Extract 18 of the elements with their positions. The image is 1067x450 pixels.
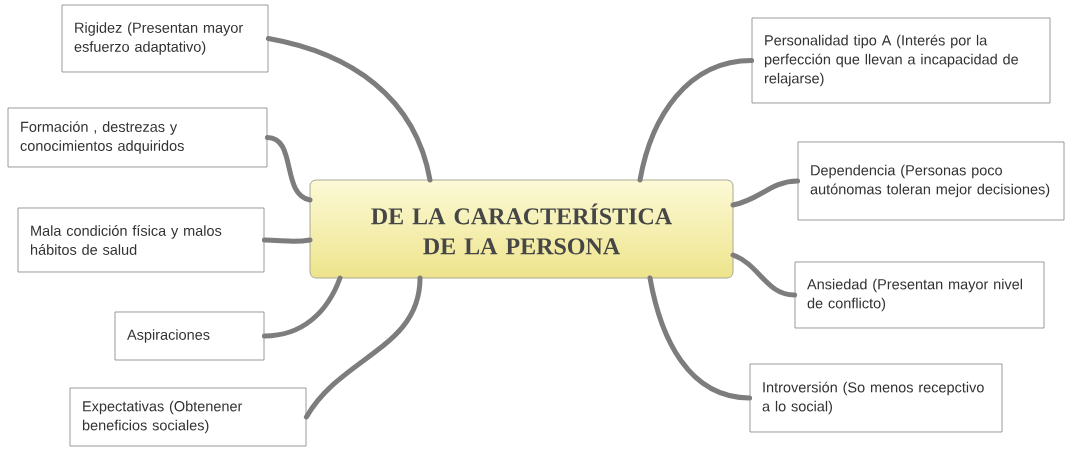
branch-line	[647, 275, 753, 401]
topic-box: Expectativas (Obtenener beneficios sociales)	[69, 387, 307, 447]
branch-line	[730, 252, 798, 298]
topic-box: Rigidez (Presentan mayor esfuerzo adaptativo)	[61, 4, 269, 73]
branch-line	[303, 275, 423, 420]
topic-box: Introversión (So menos recepctivo a lo social)	[749, 363, 1003, 433]
topic-box: Aspiraciones	[114, 311, 265, 361]
topic-box: DE LA CARACTERÍSTICA DE LA PERSONA	[309, 179, 734, 279]
branch-line	[265, 36, 433, 183]
topic-box: Formación , destrezas y conocimientos adquiridos	[7, 107, 268, 168]
topic-box: Personalidad tipo A (Interés por la perfección que llevan a incapacidad de relajarse)	[751, 17, 1051, 104]
topic-box: Ansiedad (Presentan mayor nivel de conflicto)	[794, 261, 1045, 329]
topic-box: Mala condición física y malos hábitos de salud	[17, 207, 265, 273]
branch-line	[637, 58, 755, 183]
topic-box: Dependencia (Personas poco autónomas toleran mejor decisiones)	[797, 141, 1065, 221]
branch-line	[261, 237, 313, 244]
branch-line	[261, 275, 343, 339]
branch-line	[730, 178, 801, 208]
